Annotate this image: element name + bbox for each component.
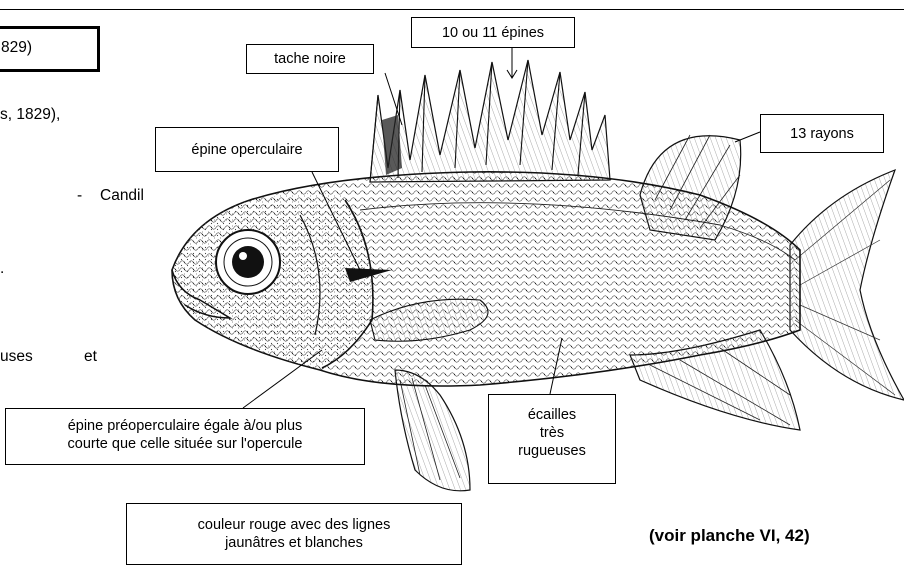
caudal-fin: [790, 170, 904, 400]
label-epines: 10 ou 11 épines: [411, 17, 575, 48]
label-couleur: couleur rouge avec des lignes jaunâtres …: [126, 503, 462, 565]
label-tache-noire: tache noire: [246, 44, 374, 74]
plate-reference: (voir planche VI, 42): [649, 526, 810, 546]
pupil: [232, 246, 264, 278]
label-ecailles: écailles très rugueuses: [488, 394, 616, 484]
label-epine-preoperculaire: épine préoperculaire égale à/ou plus cou…: [5, 408, 365, 465]
spiny-dorsal-fin: [370, 60, 610, 182]
label-rayons: 13 rayons: [760, 114, 884, 153]
pelvic-fin: [395, 370, 470, 491]
label-epine-operculaire: épine operculaire: [155, 127, 339, 172]
